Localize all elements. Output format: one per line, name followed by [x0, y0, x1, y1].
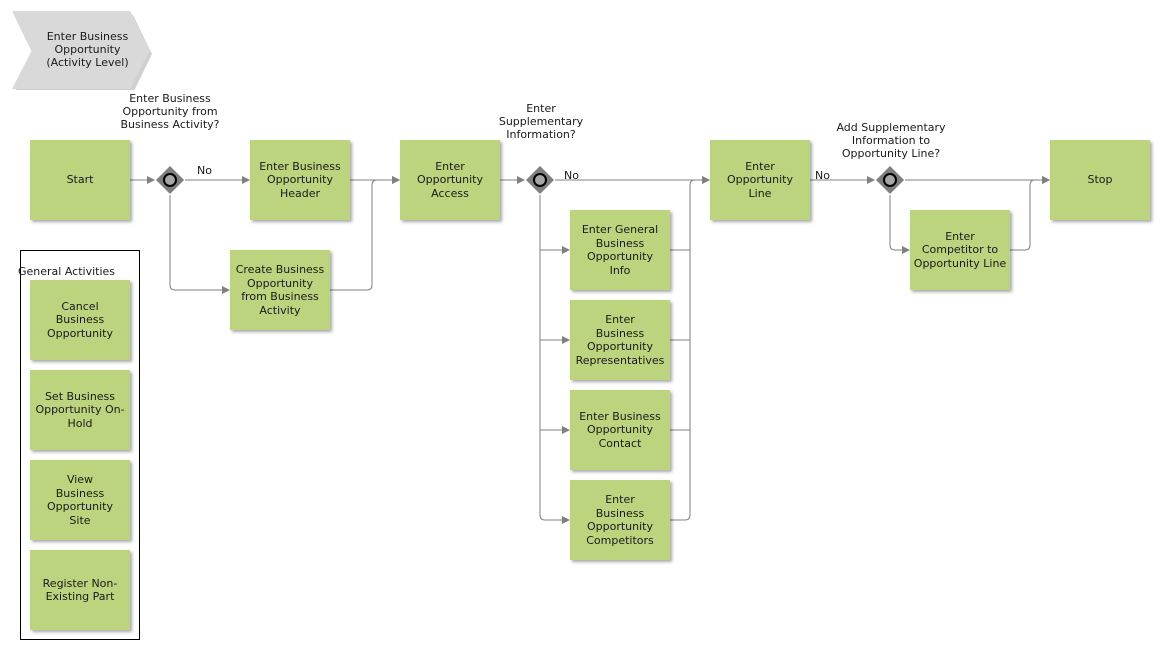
activity-stop[interactable]: Stop: [1050, 140, 1150, 220]
activity-enter-opportunity-line[interactable]: Enter Opportunity Line: [710, 140, 810, 220]
gateway-question-1: Enter Business Opportunity from Business…: [120, 92, 220, 131]
activity-enter-competitors[interactable]: Enter Business Opportunity Competitors: [570, 480, 670, 560]
edge-label-no-1: No: [197, 164, 212, 177]
edge-branches-merge: [670, 176, 710, 521]
activity-create-from-business-activity[interactable]: Create Business Opportunity from Busines…: [230, 250, 330, 330]
general-activity-view-site[interactable]: View Business Opportunity Site: [30, 460, 130, 540]
edge-g3-competitor: [889, 195, 910, 254]
edge-g1-create: [169, 195, 230, 294]
edge-create-access: [330, 176, 400, 291]
general-activity-cancel[interactable]: Cancel Business Opportunity: [30, 280, 130, 360]
process-title: Enter Business Opportunity (Activity Lev…: [46, 30, 129, 69]
edge-g2-branches: [539, 195, 570, 524]
general-activity-register-part[interactable]: Register Non- Existing Part: [30, 550, 130, 630]
general-activities-group: [20, 250, 140, 640]
decision-gateway-3[interactable]: [875, 165, 905, 195]
activity-enter-general-info[interactable]: Enter General Business Opportunity Info: [570, 210, 670, 290]
process-title-chevron: [12, 11, 152, 90]
gateway-question-2: Enter Supplementary Information?: [498, 102, 584, 141]
edge-label-no-2: No: [564, 169, 579, 182]
edge-label-no-3: No: [815, 169, 830, 182]
activity-enter-opportunity-header[interactable]: Enter Business Opportunity Header: [250, 140, 350, 220]
decision-gateway-2[interactable]: [525, 165, 555, 195]
activity-enter-representatives[interactable]: Enter Business Opportunity Representativ…: [570, 300, 670, 380]
activity-start[interactable]: Start: [30, 140, 130, 220]
activity-enter-opportunity-access[interactable]: Enter Opportunity Access: [400, 140, 500, 220]
general-activities-title: General Activities: [18, 265, 116, 278]
edge-competitor-stop: [1010, 176, 1050, 251]
gateway-question-3: Add Supplementary Information to Opportu…: [836, 121, 946, 160]
general-activity-set-on-hold[interactable]: Set Business Opportunity On- Hold: [30, 370, 130, 450]
decision-gateway-1[interactable]: [155, 165, 185, 195]
activity-enter-competitor-line[interactable]: Enter Competitor to Opportunity Line: [910, 210, 1010, 290]
activity-enter-contact[interactable]: Enter Business Opportunity Contact: [570, 390, 670, 470]
